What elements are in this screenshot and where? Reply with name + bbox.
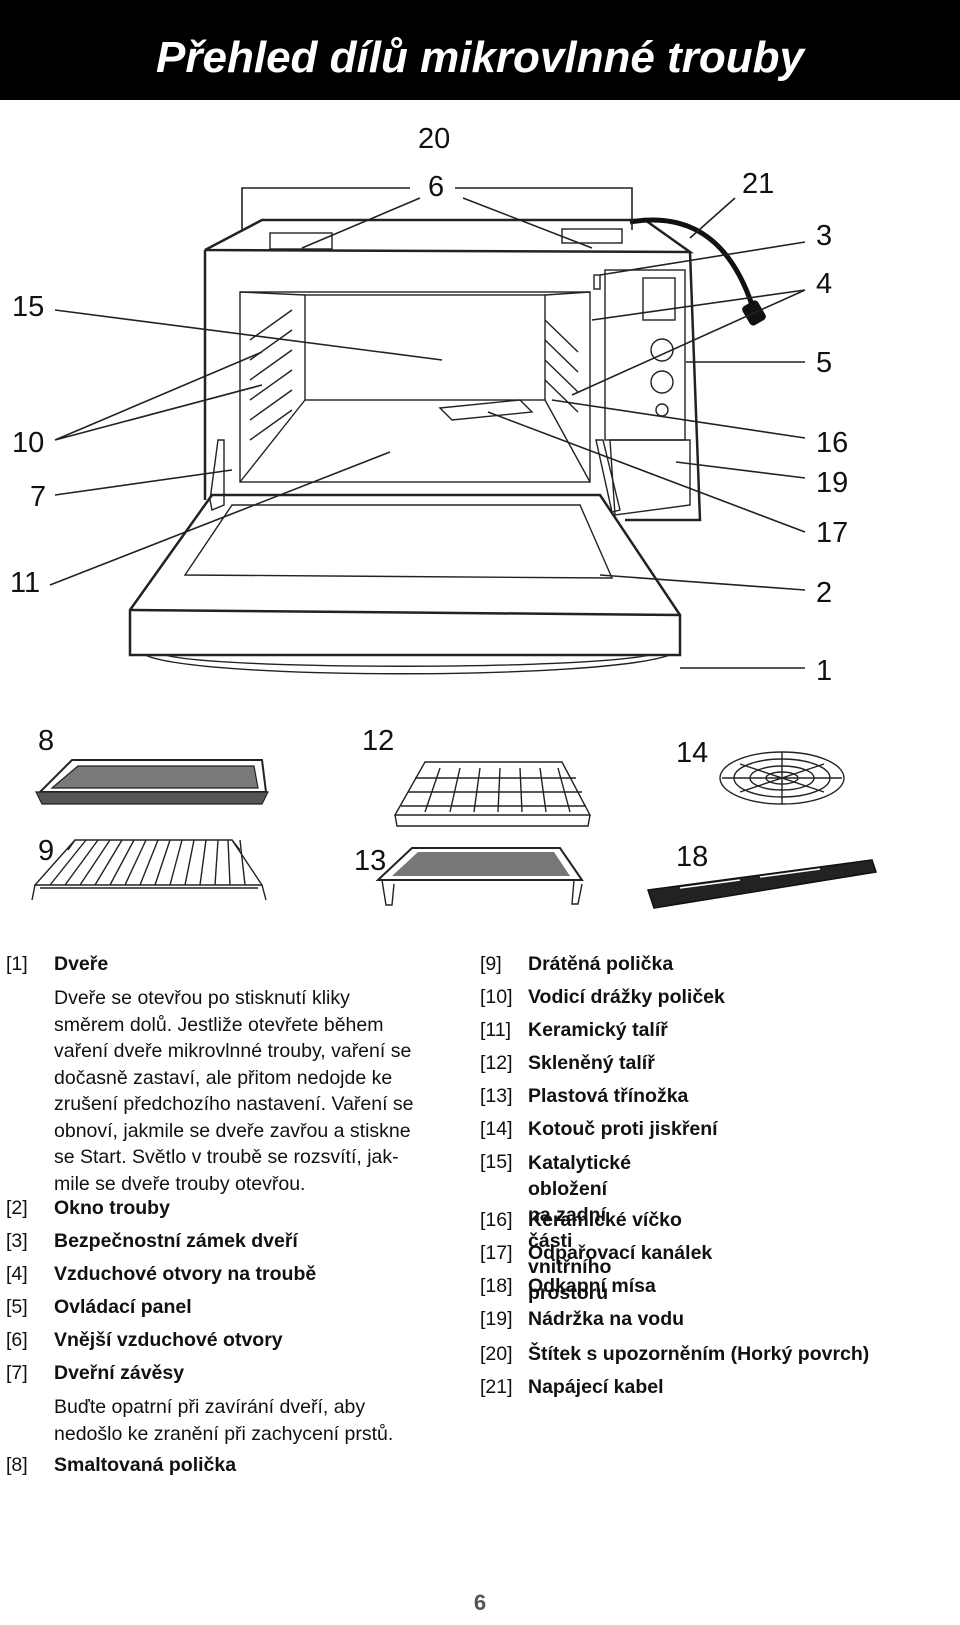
legend-label: Odkapní mísa xyxy=(528,1275,656,1297)
legend-label: Štítek s upozorněním (Horký povrch) xyxy=(528,1343,870,1365)
legend-number: [12] xyxy=(480,1052,513,1074)
legend-label: Kotouč proti jiskření xyxy=(528,1118,718,1140)
leader-lines xyxy=(49,187,806,669)
legend-label: Plastová třínožka xyxy=(528,1085,689,1107)
legend-number: [10] xyxy=(480,986,513,1008)
legend-number: [19] xyxy=(480,1308,513,1330)
oven-illustration xyxy=(128,217,766,675)
callout-4: 4 xyxy=(816,268,832,300)
legend-number: [8] xyxy=(6,1454,28,1476)
wire-rack-illustration xyxy=(31,839,267,901)
legend-number: [11] xyxy=(480,1019,512,1041)
legend-label: Vzduchové otvory na troubě xyxy=(54,1263,317,1285)
callout-21: 21 xyxy=(742,168,774,200)
legend-number: [2] xyxy=(6,1197,28,1219)
legend-label: Odpařovací kanálek xyxy=(528,1242,713,1264)
callout-2: 2 xyxy=(816,577,832,609)
callout-20: 20 xyxy=(418,123,450,155)
callout-10: 10 xyxy=(12,427,44,459)
legend-left: [1] Dveře Dveře se otevřou po stisknutí … xyxy=(6,952,476,1512)
page-number: 6 xyxy=(473,1590,487,1615)
callout-16: 16 xyxy=(816,427,848,459)
drip-tray-illustration xyxy=(647,859,877,909)
callout-1: 1 xyxy=(816,655,832,687)
legend-number: [1] xyxy=(6,953,28,975)
legend-label: Drátěná polička xyxy=(528,953,674,975)
legend-description: Dveře se otevřou po stisknutí kliky směr… xyxy=(54,987,414,1195)
microwave-diagram: 20 6 21 3 4 5 16 19 17 2 1 15 10 7 11 8 … xyxy=(10,123,877,909)
callout-6: 6 xyxy=(428,171,444,203)
legend-number: [4] xyxy=(6,1263,28,1285)
legend-number: [16] xyxy=(480,1209,513,1231)
legend-label: Bezpečnostní zámek dveří xyxy=(54,1230,298,1252)
legend-number: [20] xyxy=(480,1343,513,1365)
callout-3: 3 xyxy=(816,220,832,252)
legend-right: [9] Drátěná polička [10] Vodicí drážky p… xyxy=(480,952,955,1412)
legend-label: Vnější vzduchové otvory xyxy=(54,1329,283,1351)
callout-11: 11 xyxy=(10,567,40,599)
legend-label: Smaltovaná polička xyxy=(54,1454,237,1476)
legend-label: Dveře xyxy=(54,953,109,975)
legend-number: [17] xyxy=(480,1242,513,1264)
legend-number: [21] xyxy=(480,1376,513,1398)
legend-number: [7] xyxy=(6,1362,28,1384)
legend-number: [3] xyxy=(6,1230,28,1252)
title-bar: Přehled dílů mikrovlnné trouby xyxy=(0,0,960,100)
legend-number: [14] xyxy=(480,1118,513,1140)
glass-plate-illustration xyxy=(393,761,592,827)
legend-label: Napájecí kabel xyxy=(528,1376,664,1398)
legend-label: Ovládací panel xyxy=(54,1296,192,1318)
callout-14: 14 xyxy=(676,737,708,769)
legend-label: Skleněný talíř xyxy=(528,1052,655,1074)
legend-label: Nádržka na vodu xyxy=(528,1308,685,1330)
callout-15: 15 xyxy=(12,291,44,323)
legend-number: [6] xyxy=(6,1329,28,1351)
callout-13: 13 xyxy=(354,845,386,877)
page-title: Přehled dílů mikrovlnné trouby xyxy=(156,33,804,82)
legend-number: [13] xyxy=(480,1085,513,1107)
legend-label: Keramické víčko xyxy=(528,1209,682,1231)
plastic-tripod-illustration xyxy=(375,847,584,906)
callout-17: 17 xyxy=(816,517,848,549)
legend-label: Okno trouby xyxy=(54,1197,170,1219)
enamel-tray-illustration xyxy=(35,759,269,805)
legend-number: [9] xyxy=(480,953,502,975)
legend-label: Katalytické obložení na zadní části vnit… xyxy=(528,1152,631,1304)
callout-numbers: 20 6 21 3 4 5 16 19 17 2 1 15 10 7 11 8 … xyxy=(10,123,848,877)
callout-12: 12 xyxy=(362,725,394,757)
callout-5: 5 xyxy=(816,347,832,379)
callout-7: 7 xyxy=(30,481,46,513)
legend-label: Keramický talíř xyxy=(528,1019,668,1041)
legend-label: Dveřní závěsy xyxy=(54,1362,185,1384)
legend-number: [18] xyxy=(480,1275,513,1297)
callout-9: 9 xyxy=(38,835,54,867)
legend-description: Buďte opatrní při zavírání dveří, aby ne… xyxy=(54,1396,394,1445)
legend-number: [15] xyxy=(480,1151,513,1173)
callout-8: 8 xyxy=(38,725,54,757)
anti-spark-disc-illustration xyxy=(719,751,845,805)
callout-19: 19 xyxy=(816,467,848,499)
legend-label: Vodicí drážky poliček xyxy=(528,986,725,1008)
legend-number: [5] xyxy=(6,1296,28,1318)
callout-18: 18 xyxy=(676,841,708,873)
